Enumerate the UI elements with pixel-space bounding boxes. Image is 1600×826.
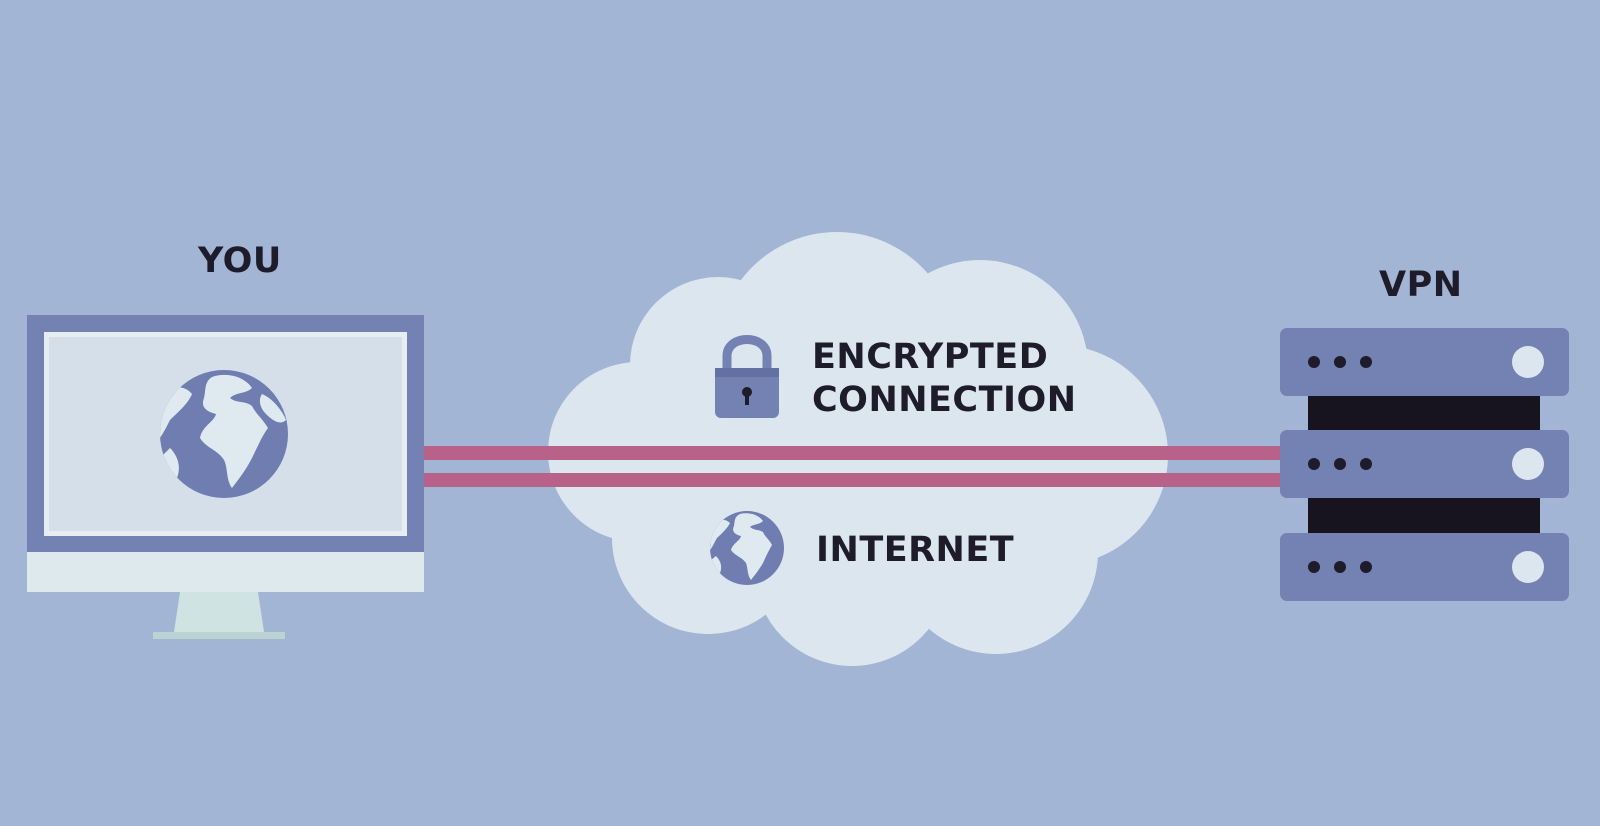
encrypted-label-line1: ENCRYPTED: [812, 337, 1049, 377]
server-rack-icon: [1280, 328, 1569, 601]
encrypted-label-line2: CONNECTION: [812, 380, 1077, 420]
server-unit: [1280, 430, 1569, 498]
desktop-monitor-icon: [27, 315, 424, 592]
internet-label: INTERNET: [816, 530, 1015, 570]
encrypted-connection-label: ENCRYPTED CONNECTION: [812, 336, 1077, 422]
padlock-icon: [715, 335, 779, 418]
server-unit: [1280, 328, 1569, 396]
screen-globe-icon: [160, 370, 288, 498]
monitor-stand: [153, 592, 285, 639]
vpn-label: VPN: [1379, 265, 1463, 305]
server-unit: [1280, 533, 1569, 601]
encrypted-connection-lines: [424, 446, 1284, 487]
you-label: YOU: [198, 241, 282, 281]
internet-globe-icon: [710, 511, 784, 585]
